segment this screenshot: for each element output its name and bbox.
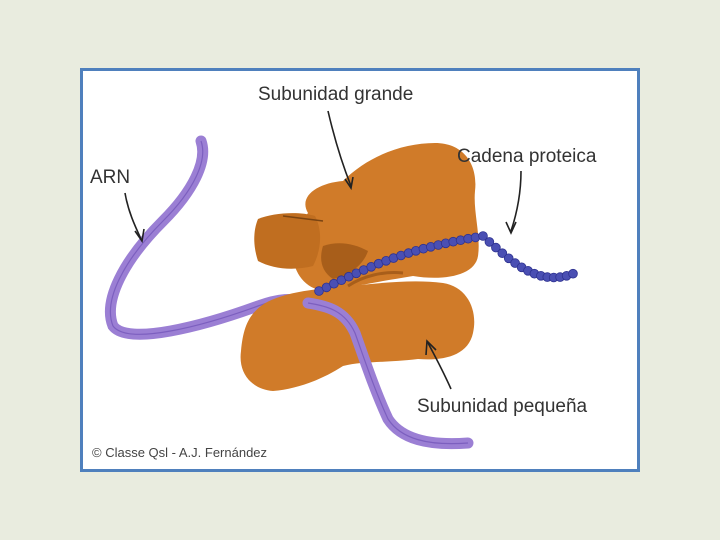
large-subunit <box>291 143 479 292</box>
amino-acid-bead <box>497 248 508 259</box>
protein-chain-label: Cadena proteica <box>457 146 597 167</box>
large-subunit-lobe <box>254 213 321 269</box>
arrow-rna <box>124 192 142 240</box>
diagram-frame: Subunidad grande Cadena proteica ARN Sub… <box>80 68 640 472</box>
arrow-large-subunit <box>327 110 352 187</box>
amino-acid-bead <box>491 242 501 253</box>
arrow-protein-chain <box>510 170 522 232</box>
small-subunit-label: Subunidad pequeña <box>417 396 588 417</box>
annotation-arrows <box>124 110 522 390</box>
amino-acid-bead <box>568 268 578 279</box>
arrow-small-subunit <box>427 342 452 390</box>
tunnel-shadow <box>321 243 368 279</box>
protein-chain <box>314 231 578 296</box>
amino-acid-bead <box>478 231 488 241</box>
ribosome-illustration <box>104 110 578 450</box>
amino-acid-bead <box>503 253 514 264</box>
large-subunit-label: Subunidad grande <box>258 84 414 105</box>
rna-label: ARN <box>90 167 131 188</box>
amino-acid-bead <box>484 237 495 247</box>
credit-text: © Classe Qsl - A.J. Fernández <box>92 445 268 460</box>
